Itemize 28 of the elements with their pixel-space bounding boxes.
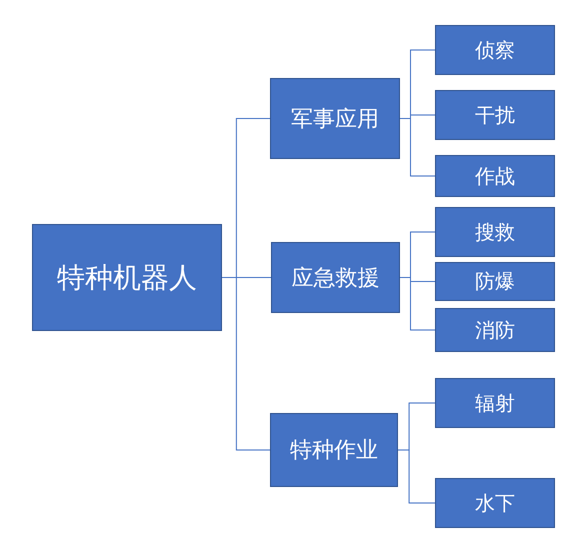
category-box (270, 78, 400, 159)
category-box (435, 90, 555, 140)
category-box (435, 155, 555, 197)
category-box (435, 478, 555, 528)
category-box (435, 378, 555, 428)
category-box (435, 207, 555, 257)
category-box (435, 262, 555, 301)
node-label: 防爆 (475, 268, 515, 295)
connector-line (398, 450, 436, 504)
node-label: 侦察 (475, 36, 515, 64)
category-box (435, 308, 555, 352)
node-label: 搜救 (475, 218, 515, 246)
node-label: 干扰 (475, 102, 515, 128)
node-label: 消防 (475, 316, 515, 344)
category-box (271, 242, 400, 313)
node-label: 军事应用 (291, 106, 379, 134)
node-label: 应急救援 (292, 264, 380, 292)
node-label: 水下 (475, 490, 515, 516)
node-label: 作战 (475, 162, 515, 190)
root-box (32, 224, 222, 331)
category-box (270, 413, 398, 487)
node-label: 特种机器人 (57, 260, 197, 296)
connector-line (400, 118, 436, 176)
connector-line (400, 277, 436, 330)
node-label: 特种作业 (290, 437, 378, 465)
connector-line (222, 277, 270, 450)
category-box (435, 25, 555, 75)
node-label: 辐射 (475, 390, 515, 416)
